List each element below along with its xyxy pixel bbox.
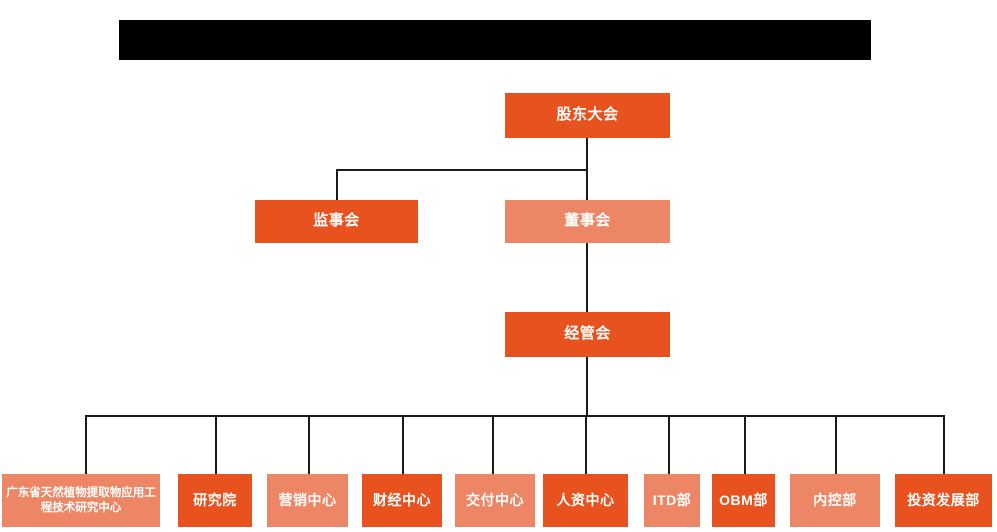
connector-drop-itd-department [668,415,670,474]
connector-leaf-bus [85,415,944,417]
connector-drop-delivery-center [492,415,494,474]
node-finance-center[interactable]: 财经中心 [362,474,442,527]
connector-drop-internal-control-department [835,415,837,474]
connector-directors-to-management [586,243,588,312]
connector-directors-drop [586,169,588,200]
node-guangdong-research-center[interactable]: 广东省天然植物提取物应用工程技术研究中心 [2,474,160,527]
connector-supervisors-drop [336,169,338,200]
node-shareholders-meeting[interactable]: 股东大会 [505,93,670,138]
node-marketing-center[interactable]: 营销中心 [267,474,348,527]
node-board-of-directors[interactable]: 董事会 [505,200,670,243]
node-delivery-center[interactable]: 交付中心 [455,474,535,527]
connector-drop-guangdong-research-center [85,415,87,474]
connector-drop-research-institute [215,415,217,474]
connector-level2-bus [336,169,588,171]
node-hr-center[interactable]: 人资中心 [543,474,628,527]
connector-management-down [586,357,588,416]
connector-drop-hr-center [585,415,587,474]
title-banner [119,20,871,60]
node-research-institute[interactable]: 研究院 [178,474,252,527]
connector-drop-investment-development-department [943,415,945,474]
node-itd-department[interactable]: ITD部 [644,474,700,527]
connector-drop-marketing-center [308,415,310,474]
node-internal-control-department[interactable]: 内控部 [790,474,880,527]
node-obm-department[interactable]: OBM部 [712,474,775,527]
connector-drop-obm-department [744,415,746,474]
node-board-of-supervisors[interactable]: 监事会 [255,200,418,243]
connector-drop-finance-center [402,415,404,474]
connector-shareholders-down [586,138,588,170]
node-investment-development-department[interactable]: 投资发展部 [895,474,992,527]
node-management-committee[interactable]: 经管会 [505,312,670,357]
